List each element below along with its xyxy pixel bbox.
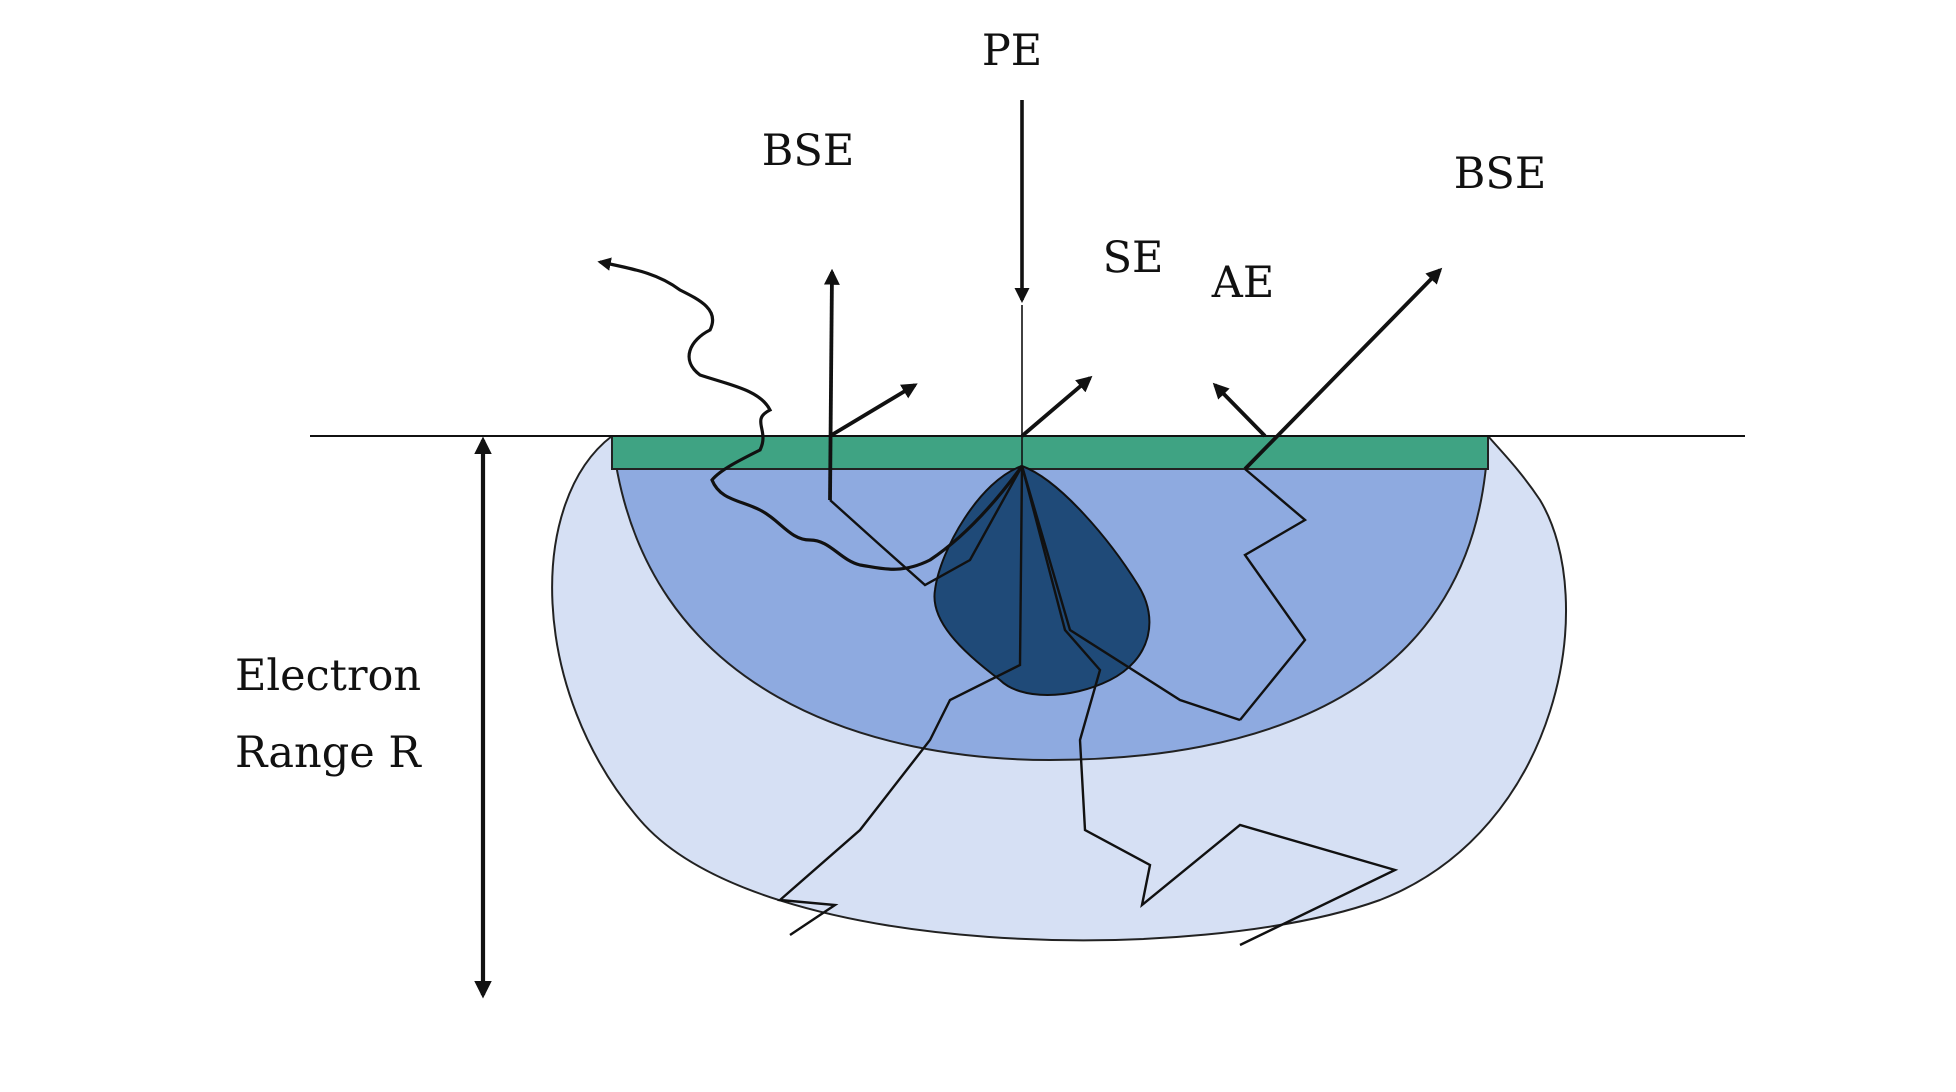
range-label-line2: Range R (235, 728, 422, 778)
ae-label: AE (1211, 258, 1274, 308)
range-label-line1: Electron (235, 651, 421, 701)
se-left-arrow (830, 385, 915, 436)
bse-left-arrow (830, 272, 832, 500)
surface-layer (612, 436, 1488, 469)
pe-label: PE (982, 26, 1042, 76)
se-center-arrow (1022, 378, 1090, 436)
bse-left-label: BSE (762, 126, 854, 176)
ae-arrow (1215, 385, 1265, 436)
bse-right-label: BSE (1454, 149, 1546, 199)
se-label: SE (1103, 233, 1164, 283)
